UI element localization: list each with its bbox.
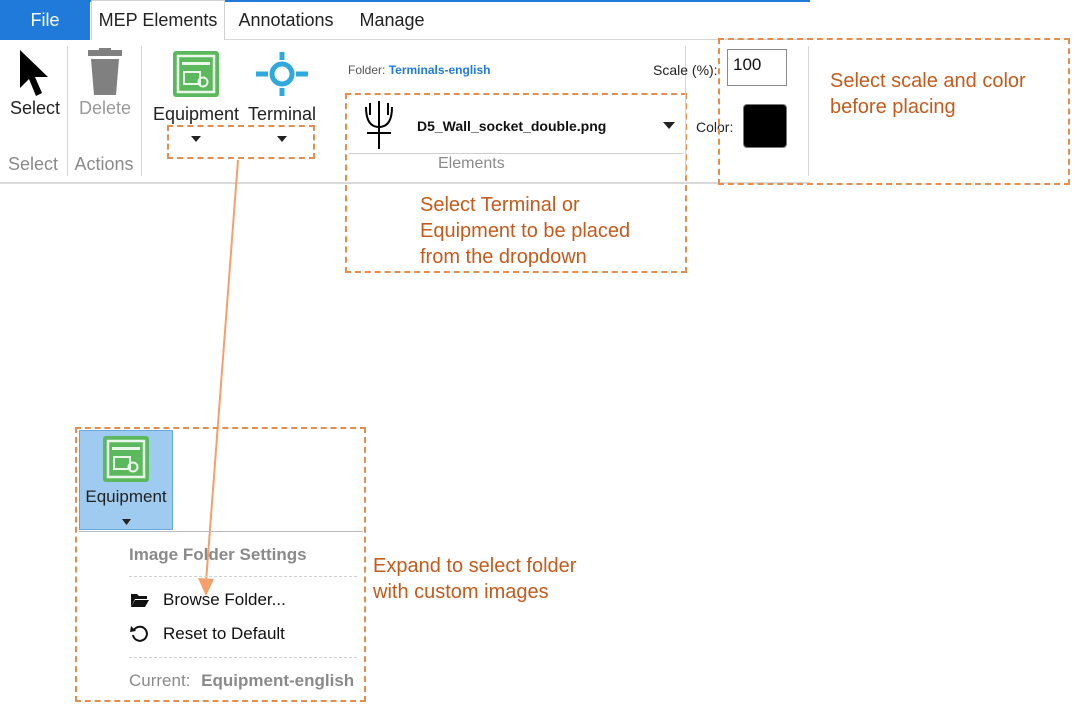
equipment-dropdown-button[interactable]: Equipment [79, 430, 173, 530]
ribbon-separator [685, 46, 686, 176]
reset-icon [129, 624, 151, 644]
elements-group-label: Elements [438, 155, 505, 172]
dropdown-highlight [75, 427, 366, 702]
color-label: Color: [696, 119, 734, 135]
tab-manage[interactable]: Manage [359, 9, 425, 30]
note-folder: Expand to select folder with custom imag… [373, 553, 633, 605]
folder-value: Terminals-english [388, 63, 491, 77]
equipment-icon [103, 436, 149, 482]
menu-separator [129, 657, 357, 658]
reset-to-default-item[interactable]: Reset to Default [129, 624, 285, 644]
group-label-actions: Actions [74, 154, 134, 174]
element-name: D5_Wall_socket_double.png [417, 118, 607, 134]
note-line: Select Terminal or [420, 194, 580, 216]
browse-folder-item[interactable]: Browse Folder... [129, 590, 286, 610]
cursor-arrow-icon [20, 50, 48, 96]
delete-button[interactable]: Delete [72, 44, 138, 122]
delete-button-label: Delete [78, 98, 132, 118]
note-line: with custom images [373, 581, 549, 603]
terminal-button[interactable]: Terminal [242, 48, 322, 158]
folder-label: Folder: Terminals-english [348, 63, 491, 77]
chevron-down-icon [122, 519, 131, 525]
trash-icon [88, 48, 122, 95]
image-folder-settings-title: Image Folder Settings [129, 545, 307, 564]
tab-annotations[interactable]: Annotations [238, 9, 334, 30]
ribbon-separator [808, 46, 809, 176]
folder-open-icon [129, 592, 151, 608]
tab-bar-accent [0, 0, 810, 2]
equipment-button[interactable]: Equipment [150, 48, 242, 158]
note-line: before placing [830, 96, 956, 118]
browse-folder-label: Browse Folder... [163, 590, 286, 609]
menu-separator [129, 576, 357, 577]
dropdown-menu-divider [79, 531, 363, 532]
wall-socket-icon [365, 101, 393, 149]
terminal-button-label: Terminal [247, 104, 317, 124]
scale-input[interactable]: 100 [727, 49, 787, 86]
group-label-select: Select [7, 154, 59, 174]
current-folder-value: Equipment-english [201, 671, 355, 690]
current-folder-prefix: Current: [129, 671, 191, 690]
scale-color-highlight [718, 38, 1070, 185]
select-button[interactable]: Select [4, 44, 66, 122]
note-scale-color: Select scale and color before placing [830, 68, 1066, 120]
chevron-down-icon [277, 136, 287, 142]
equipment-button-label: Equipment [152, 104, 240, 124]
note-line: Select scale and color [830, 70, 1026, 92]
note-line: from the dropdown [420, 246, 587, 268]
chevron-down-icon[interactable] [663, 122, 675, 129]
chevron-down-icon [191, 136, 201, 142]
equipment-icon [173, 51, 219, 97]
note-dropdown: Select Terminal or Equipment to be place… [420, 192, 682, 270]
ribbon-bottom-border [0, 182, 810, 184]
current-folder: Current: Equipment-english [129, 671, 354, 691]
equipment-dropdown-label: Equipment [85, 487, 167, 506]
note-line: Expand to select folder [373, 555, 577, 577]
scale-label: Scale (%): [653, 62, 718, 78]
terminal-icon [256, 52, 308, 96]
ribbon-separator [141, 46, 142, 176]
select-button-label: Select [9, 98, 61, 118]
element-selector[interactable]: D5_Wall_socket_double.png [349, 97, 683, 154]
dropdown-arrows-highlight [167, 125, 315, 159]
tab-bar-divider [225, 39, 810, 40]
tab-mep-elements[interactable]: MEP Elements [91, 0, 225, 40]
ribbon-separator [67, 46, 68, 176]
reset-to-default-label: Reset to Default [163, 624, 285, 643]
note-line: Equipment to be placed [420, 220, 631, 242]
folder-prefix: Folder: [348, 63, 386, 77]
color-swatch[interactable] [743, 104, 787, 148]
tab-file[interactable]: File [0, 0, 90, 40]
